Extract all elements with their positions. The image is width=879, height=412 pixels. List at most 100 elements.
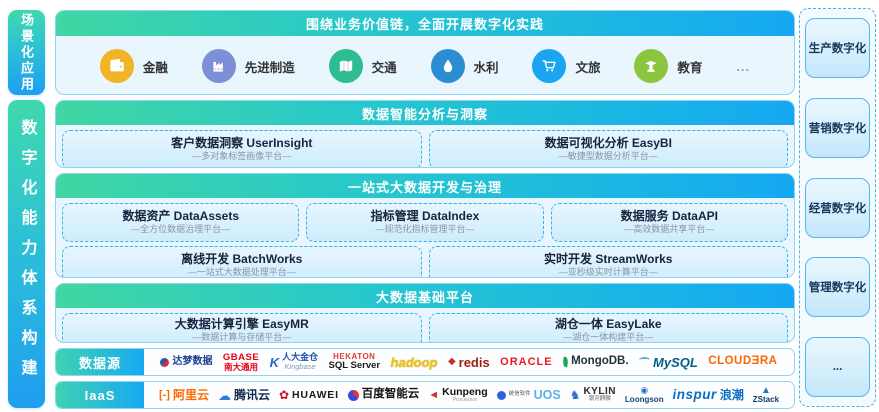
kunpeng-icon: ◄ — [428, 388, 440, 401]
industry-culture-tourism: 文旅 — [532, 49, 600, 83]
inspur-logo: inspur 浪潮 — [673, 388, 744, 402]
kingbase-logo-text: 人大金仓 — [282, 352, 319, 363]
section-data-analysis: 数据智能分析与洞察 客户数据洞察 UserInsight —多对象标签画像平台—… — [55, 100, 795, 168]
product-box-easylake: 湖仓一体 EasyLake —湖仓一体构建平台— — [428, 313, 788, 343]
redis-logo: ◆ redis — [448, 356, 490, 369]
product-subtitle: —敏捷型数据分析平台— — [558, 151, 658, 162]
kylin-horse-icon: ♞ — [569, 387, 581, 402]
cloudera-logo-text: CLOUDƎRA — [708, 355, 778, 368]
dameng-logo-icon — [160, 357, 170, 367]
dameng-logo-text: 达梦数据 — [172, 356, 213, 367]
product-row: 客户数据洞察 UserInsight —多对象标签画像平台— 数据可视化分析 E… — [56, 125, 794, 167]
industry-label: 文旅 — [575, 60, 601, 75]
gbase-logo-text: GBASE — [222, 351, 260, 363]
rail-box-production: 生产数字化 — [805, 18, 870, 78]
industry-water: 水利 — [430, 49, 499, 83]
product-box-easymr: 大数据计算引擎 EasyMR —数据计算与存储平台— — [62, 313, 422, 343]
product-title: 数据可视化分析 EasyBI — [544, 136, 672, 150]
scenario-application-label: 场景化应用 — [8, 10, 45, 95]
zstack-triangle-icon: ▲ — [760, 384, 771, 396]
alibaba-cloud-icon: [-] — [158, 388, 170, 401]
tencent-cloud-icon: ☁ — [217, 387, 231, 403]
product-subtitle: —多对象标签画像平台— — [192, 151, 292, 162]
product-subtitle: —一站式大数据处理平台— — [187, 267, 296, 278]
industry-education: 教育 — [634, 49, 702, 83]
baidu-cloud-logo: 百度智能云 — [347, 389, 419, 401]
dameng-logo: 达梦数据 — [160, 357, 212, 367]
section-bigdata-dev-governance: 一站式大数据开发与治理 数据资产 DataAssets —全方位数据治理平台— … — [55, 173, 795, 278]
section-header-data-analysis: 数据智能分析与洞察 — [56, 101, 794, 125]
product-subtitle: —数据计算与存储平台— — [192, 332, 292, 343]
kunpeng-logo-subtext: Processor — [452, 396, 478, 403]
zstack-logo-text: ZStack — [752, 395, 780, 405]
mysql-logo: MySQL — [639, 356, 698, 369]
product-box-dataassets: 数据资产 DataAssets —全方位数据治理平台— — [62, 203, 300, 242]
product-subtitle: —湖仓一体构建平台— — [563, 332, 654, 343]
industry-transport: 交通 — [328, 49, 397, 83]
hekaton-logo-text: HEKATON — [333, 351, 376, 361]
product-title: 实时开发 StreamWorks — [544, 251, 673, 266]
hekaton-sqlserver-logo: HEKATON SQL Server — [328, 351, 381, 372]
kylin-logo-subtext: 银河麒麟 — [588, 396, 611, 403]
product-box-easybi: 数据可视化分析 EasyBI —敏捷型数据分析平台— — [428, 130, 788, 167]
product-title: 指标管理 DataIndex — [370, 209, 480, 223]
huawei-flower-icon: ✿ — [278, 388, 289, 402]
product-row: 大数据计算引擎 EasyMR —数据计算与存储平台— 湖仓一体 EasyLake… — [56, 308, 794, 343]
product-title: 大数据计算引擎 EasyMR — [174, 317, 309, 331]
redis-logo-icon: ◆ — [447, 356, 456, 367]
digitalization-domains-rail: 生产数字化 营销数字化 经营数字化 管理数字化 ... — [799, 8, 876, 407]
product-title: 数据服务 DataAPI — [620, 209, 718, 223]
water-drop-icon — [430, 49, 465, 83]
industry-label: 先进制造 — [244, 60, 295, 75]
product-title: 离线开发 BatchWorks — [181, 251, 303, 266]
mysql-dolphin-icon — [639, 356, 651, 363]
section-header-value-chain: 围绕业务价值链，全面开展数字化实践 — [56, 11, 794, 36]
map-icon — [328, 49, 363, 83]
product-subtitle: —全方位数据治理平台— — [131, 224, 231, 235]
datasource-logos: 达梦数据 GBASE 南大通用 K 人大金仓 Kingbase — [144, 349, 794, 375]
oracle-logo-text: ORACLE — [500, 355, 553, 368]
kunpeng-logo: ◄ Kunpeng Processor — [428, 385, 488, 404]
kylin-logo: ♞ KYLIN 银河麒麟 — [569, 386, 616, 403]
baidu-cloud-icon — [347, 389, 359, 401]
product-box-dataapi: 数据服务 DataAPI —高效数据共享平台— — [550, 203, 788, 242]
uos-logo: 统信软件 UOS — [496, 387, 561, 402]
section-header-dev-governance: 一站式大数据开发与治理 — [56, 174, 794, 198]
uniontech-icon — [496, 390, 506, 400]
uniontech-text: 统信软件 — [508, 391, 531, 398]
product-subtitle: —亚秒级实时计算平台— — [558, 267, 658, 278]
product-subtitle: —规范化指标管理平台— — [375, 224, 475, 235]
industry-row: 金融 先进制造 交通 — [56, 36, 794, 94]
mongodb-leaf-icon — [562, 356, 569, 368]
rail-box-operation: 经营数字化 — [805, 177, 870, 238]
uos-logo-text: UOS — [533, 387, 561, 402]
product-row: 离线开发 BatchWorks —一站式大数据处理平台— 实时开发 Stream… — [56, 244, 794, 278]
factory-icon — [201, 49, 236, 83]
rail-box-more: ... — [805, 337, 870, 397]
zstack-logo: ▲ ZStack — [752, 384, 780, 405]
iaas-label: IaaS — [56, 382, 144, 408]
iaas-row: IaaS [-] 阿里云 ☁ 腾讯云 ✿ HUAWEI 百度智能云 — [55, 381, 795, 409]
rail-box-marketing: 营销数字化 — [805, 97, 870, 158]
oracle-logo: ORACLE — [500, 355, 553, 368]
hadoop-logo-text: hadoop — [390, 354, 438, 370]
product-title: 湖仓一体 EasyLake — [554, 317, 662, 331]
loongson-logo-text: Loongson — [624, 394, 664, 404]
sqlserver-logo-text: SQL Server — [328, 360, 381, 372]
inspur-logo-text: inspur — [672, 387, 717, 403]
product-box-streamworks: 实时开发 StreamWorks —亚秒级实时计算平台— — [428, 245, 788, 278]
kunpeng-logo-text: Kunpeng — [442, 385, 488, 398]
alibaba-cloud-logo: [-] 阿里云 — [159, 389, 209, 401]
product-row: 数据资产 DataAssets —全方位数据治理平台— 指标管理 DataInd… — [56, 198, 794, 244]
main-content: 围绕业务价值链，全面开展数字化实践 金融 先进制造 — [55, 10, 795, 409]
datasource-row: 数据源 达梦数据 GBASE 南大通用 K 人大金仓 Kingbase — [55, 348, 795, 376]
capability-system-label: 数字化能力体系构建 — [8, 100, 45, 408]
cloudera-logo: CLOUDƎRA — [708, 356, 777, 368]
mysql-logo-text: MySQL — [653, 354, 698, 370]
industry-label: 水利 — [473, 60, 499, 75]
kingbase-logo-subtext: Kingbase — [284, 361, 316, 371]
industry-manufacturing: 先进制造 — [201, 49, 295, 83]
huawei-logo: ✿ HUAWEI — [279, 389, 339, 401]
industry-label: 金融 — [142, 60, 168, 75]
